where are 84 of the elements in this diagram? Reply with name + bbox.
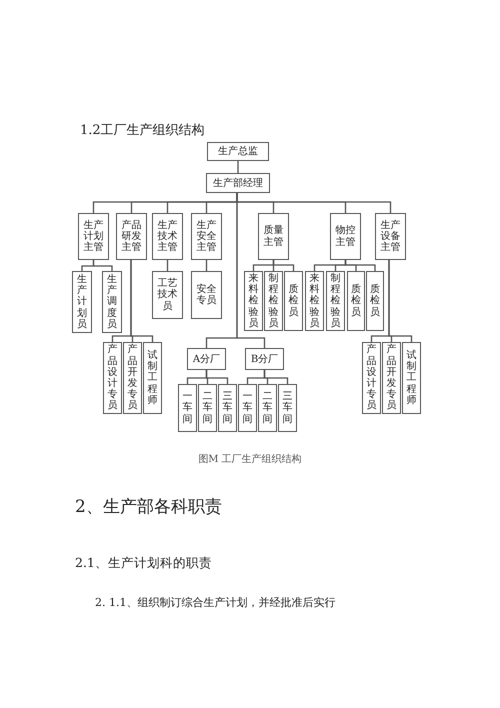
org-box: [198, 384, 217, 432]
org-box: [102, 271, 122, 333]
box-label: 质检员: [370, 284, 380, 318]
org-box: [178, 384, 197, 432]
box-label: 三车间: [282, 391, 292, 425]
subsection-heading: 2.1、生产计划科的职责: [75, 555, 212, 572]
org-box: [218, 384, 237, 432]
box-label: 质检员: [351, 284, 361, 318]
org-box: [103, 342, 122, 414]
box-label: B分厂: [250, 352, 278, 366]
box-label: 生产计划员: [77, 274, 87, 330]
org-box: [206, 173, 270, 193]
section-heading: 1.2工厂生产组织结构: [80, 122, 205, 139]
org-box: [238, 384, 257, 432]
org-box: [187, 348, 226, 370]
connector-line: [166, 260, 168, 271]
box-label: 三车间: [222, 391, 232, 425]
box-label: 试制工程师: [406, 350, 416, 406]
box-label: 物控主管: [336, 225, 356, 248]
box-label: 来料检验员: [248, 273, 258, 329]
org-box: [152, 213, 183, 260]
connector-line: [388, 260, 412, 342]
box-label: 产品设计专员: [366, 344, 376, 412]
org-box: [191, 213, 222, 260]
org-box: [123, 342, 142, 414]
box-label: 质检员: [288, 284, 298, 318]
org-box: [305, 271, 324, 331]
connector-line: [237, 161, 239, 173]
org-box: [375, 213, 406, 260]
box-label: 安全专员: [196, 284, 216, 306]
box-label: 一车间: [182, 391, 192, 425]
box-label: 生产调度员: [107, 274, 117, 330]
org-box: [116, 213, 147, 260]
connector-line: [344, 260, 376, 271]
section-heading: 2、生产部各科职责: [75, 496, 222, 518]
box-label: 试制工程师: [148, 350, 158, 406]
box-label: 生产总监: [218, 145, 258, 158]
box-label: A分厂: [192, 352, 220, 366]
box-label: 工艺技术员: [158, 278, 178, 312]
org-box: [347, 271, 365, 331]
org-box: [191, 271, 222, 319]
connector-line: [264, 370, 288, 384]
connector-line: [130, 260, 154, 342]
box-label: 生产部经理: [213, 176, 263, 190]
connector-line: [236, 193, 266, 348]
box-label: 生产设备主管: [380, 220, 400, 254]
org-box: [278, 384, 297, 432]
connector-line: [206, 370, 228, 384]
org-box: [245, 348, 284, 370]
org-box: [258, 384, 277, 432]
box-label: 生产技术主管: [158, 220, 178, 254]
org-box: [143, 342, 162, 414]
box-label: 生产计划主管: [84, 220, 104, 254]
box-label: 生产安全主管: [196, 220, 216, 254]
box-label: 二车间: [262, 391, 272, 425]
figure-caption: 图M 工厂生产组织结构: [197, 452, 303, 466]
org-box: [152, 271, 183, 319]
body-text: 2. 1.1、组织制订综合生产计划，并经批准后实行: [95, 595, 336, 610]
org-box: [382, 342, 401, 414]
org-box: [244, 271, 263, 331]
box-label: 来料检验员: [310, 273, 320, 329]
org-box: [207, 142, 269, 161]
box-label: 质量主管: [264, 225, 284, 248]
box-label: 制程检验员: [268, 273, 278, 329]
box-label: 制程检验员: [330, 273, 340, 329]
org-box: [284, 271, 303, 331]
box-label: 一车间: [242, 391, 252, 425]
org-box: [264, 271, 283, 331]
connector-line: [272, 260, 294, 271]
connector-line: [206, 260, 208, 271]
org-box: [326, 271, 345, 331]
org-box: [78, 213, 109, 260]
box-label: 产品设计专员: [108, 344, 118, 412]
box-label: 产品开发专员: [386, 344, 396, 412]
box-label: 产品研发主管: [122, 220, 142, 254]
org-box: [362, 342, 381, 414]
org-box: [258, 213, 289, 260]
org-box: [72, 271, 92, 333]
box-label: 产品开发专员: [128, 344, 138, 412]
org-box: [366, 271, 384, 331]
org-box: [330, 213, 361, 260]
connector-line: [92, 260, 113, 271]
box-label: 二车间: [202, 391, 212, 425]
org-box: [402, 342, 421, 414]
